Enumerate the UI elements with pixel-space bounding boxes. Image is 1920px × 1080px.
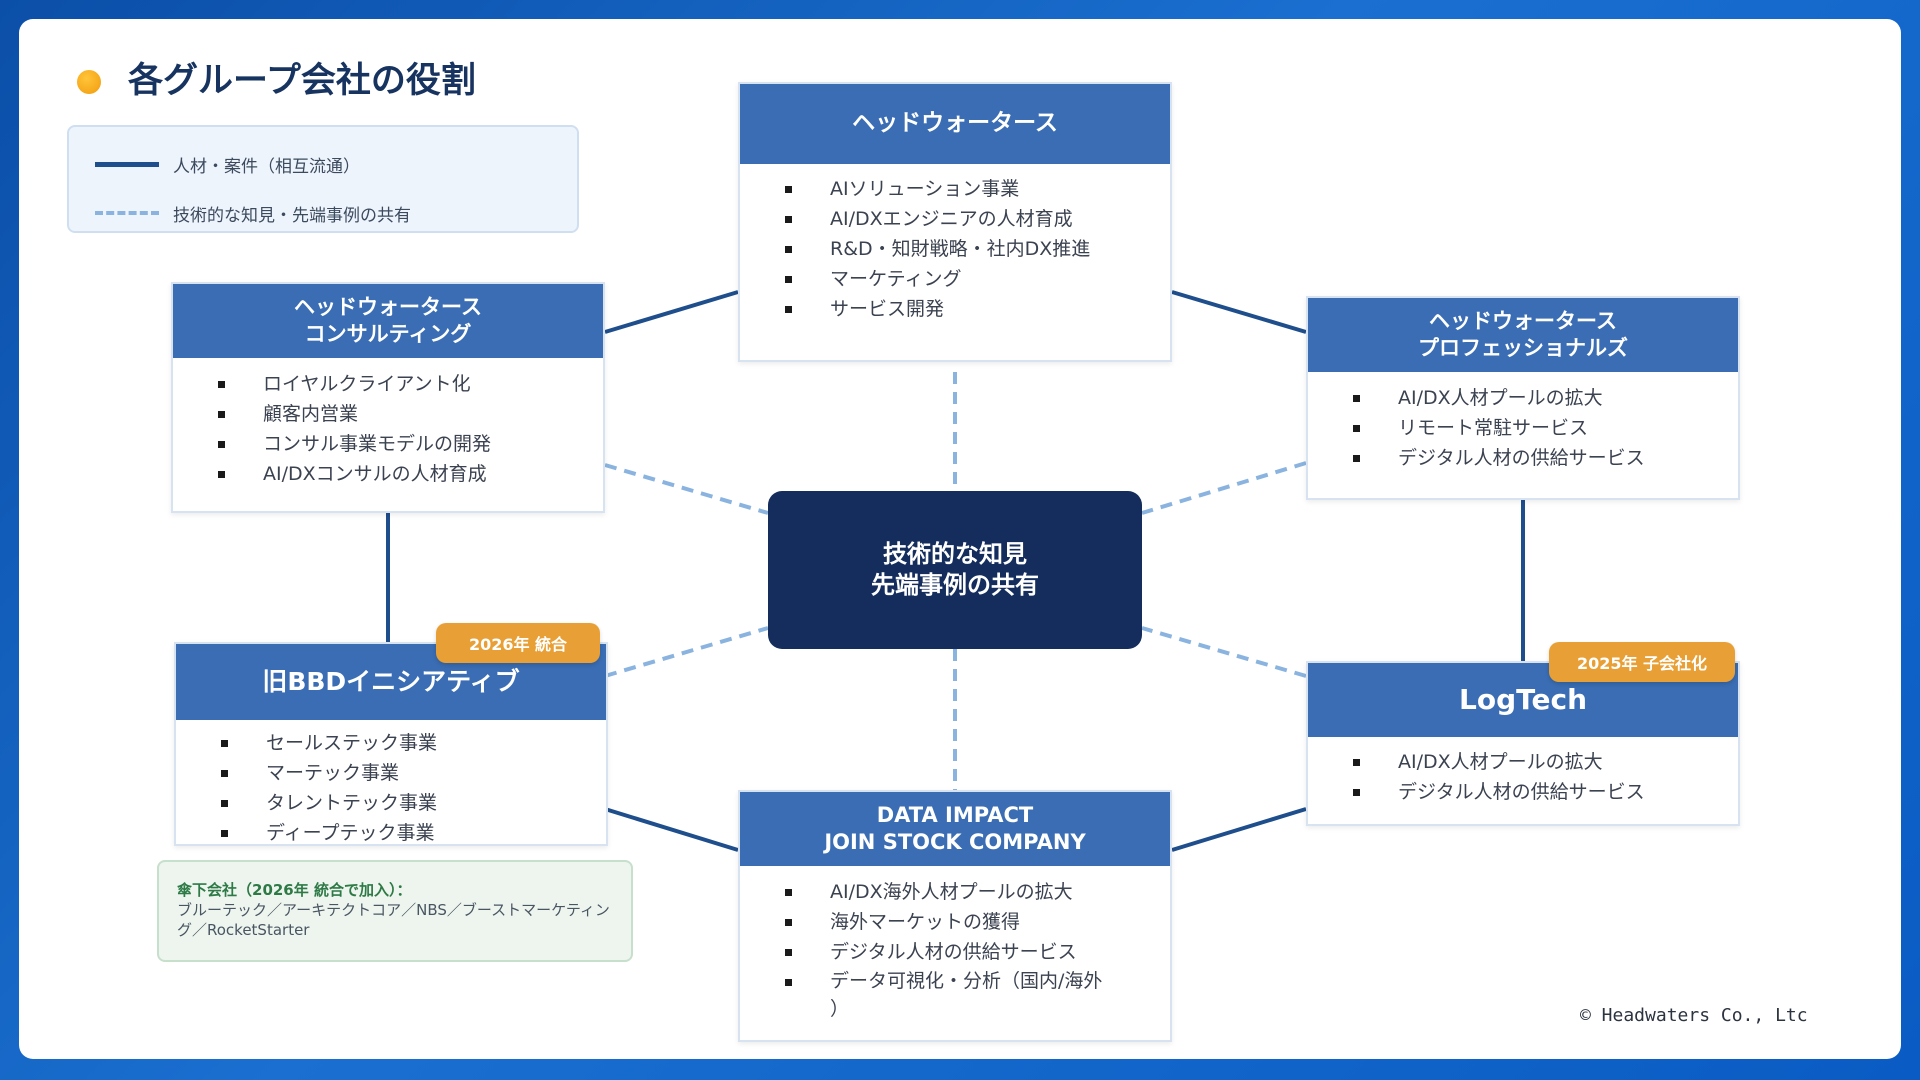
dashed-connector-logtech bbox=[1141, 626, 1307, 678]
card-dataimpact: DATA IMPACT JOIN STOCK COMPANY AI/DX海外人材… bbox=[738, 790, 1172, 1042]
list-item: データ可視化・分析（国内/海外 ） bbox=[740, 967, 1170, 1023]
card-dataimpact-list: AI/DX海外人材プールの拡大 海外マーケットの獲得 デジタル人材の供給サービス… bbox=[740, 877, 1170, 1023]
legend-solid-label: 人材・案件（相互流通） bbox=[173, 157, 360, 177]
solid-connector-bbd-dataimpact bbox=[604, 807, 739, 852]
card-consulting: ヘッドウォータース コンサルティング ロイヤルクライアント化 顧客内営業 コンサ… bbox=[171, 282, 605, 513]
card-headwaters: ヘッドウォータース AIソリューション事業 AI/DXエンジニアの人材育成 R&… bbox=[738, 82, 1172, 362]
list-item: ロイヤルクライアント化 bbox=[173, 369, 603, 399]
legend-dashed-line-icon bbox=[95, 211, 159, 215]
list-item: 海外マーケットの獲得 bbox=[740, 907, 1170, 937]
card-logtech-list: AI/DX人材プールの拡大 デジタル人材の供給サービス bbox=[1308, 747, 1738, 807]
title-bullet-icon bbox=[77, 70, 101, 94]
list-item: AI/DXコンサルの人材育成 bbox=[173, 459, 603, 489]
list-item: 顧客内営業 bbox=[173, 399, 603, 429]
card-professionals: ヘッドウォータース プロフェッショナルズ AI/DX人材プールの拡大 リモート常… bbox=[1306, 296, 1740, 500]
list-item: AI/DX海外人材プールの拡大 bbox=[740, 877, 1170, 907]
solid-connector-hw-professionals bbox=[1171, 290, 1307, 334]
legend-solid-line-icon bbox=[95, 162, 159, 167]
list-item: サービス開発 bbox=[740, 294, 1170, 324]
card-bbd-badge: 2026年 統合 bbox=[436, 623, 600, 663]
list-item: AI/DXエンジニアの人材育成 bbox=[740, 204, 1170, 234]
card-bbd-list: セールステック事業 マーテック事業 タレントテック事業 ディープテック事業 bbox=[176, 728, 606, 848]
list-item: デジタル人材の供給サービス bbox=[1308, 777, 1738, 807]
solid-connector-hw-consulting bbox=[604, 290, 739, 334]
center-hub: 技術的な知見 先端事例の共有 bbox=[768, 491, 1142, 649]
legend-dashed-label: 技術的な知見・先端事例の共有 bbox=[173, 206, 411, 226]
card-consulting-list: ロイヤルクライアント化 顧客内営業 コンサル事業モデルの開発 AI/DXコンサル… bbox=[173, 369, 603, 489]
list-item: AI/DX人材プールの拡大 bbox=[1308, 747, 1738, 777]
list-item: ディープテック事業 bbox=[176, 818, 606, 848]
list-item: AI/DX人材プールの拡大 bbox=[1308, 383, 1738, 413]
card-professionals-list: AI/DX人材プールの拡大 リモート常駐サービス デジタル人材の供給サービス bbox=[1308, 383, 1738, 473]
list-item: タレントテック事業 bbox=[176, 788, 606, 818]
list-item: マーテック事業 bbox=[176, 758, 606, 788]
card-logtech: LogTech AI/DX人材プールの拡大 デジタル人材の供給サービス bbox=[1306, 661, 1740, 826]
card-dataimpact-title: DATA IMPACT JOIN STOCK COMPANY bbox=[740, 792, 1170, 866]
copyright: © Headwaters Co., Ltc bbox=[1580, 1005, 1808, 1026]
card-logtech-badge: 2025年 子会社化 bbox=[1549, 642, 1735, 682]
card-professionals-title: ヘッドウォータース プロフェッショナルズ bbox=[1308, 298, 1738, 372]
legend: 人材・案件（相互流通） 技術的な知見・先端事例の共有 bbox=[67, 125, 579, 233]
subsidiaries-note: 傘下会社（2026年 統合で加入）： ブルーテック／アーキテクトコア／NBS／ブ… bbox=[157, 860, 633, 962]
list-item: R&D・知財戦略・社内DX推進 bbox=[740, 234, 1170, 264]
card-consulting-title: ヘッドウォータース コンサルティング bbox=[173, 284, 603, 358]
list-item: セールステック事業 bbox=[176, 728, 606, 758]
card-headwaters-list: AIソリューション事業 AI/DXエンジニアの人材育成 R&D・知財戦略・社内D… bbox=[740, 174, 1170, 324]
dashed-connector-bbd bbox=[604, 626, 769, 678]
solid-connector-logtech-dataimpact bbox=[1171, 807, 1307, 852]
list-item: デジタル人材の供給サービス bbox=[1308, 443, 1738, 473]
dashed-connector-professionals bbox=[1141, 461, 1307, 515]
list-item: デジタル人材の供給サービス bbox=[740, 937, 1170, 967]
page-title: 各グループ会社の役割 bbox=[128, 61, 476, 101]
dashed-connector-consulting bbox=[604, 463, 769, 515]
list-item: コンサル事業モデルの開発 bbox=[173, 429, 603, 459]
card-bbd: 旧BBDイニシアティブ セールステック事業 マーテック事業 タレントテック事業 … bbox=[174, 642, 608, 846]
card-headwaters-title: ヘッドウォータース bbox=[740, 84, 1170, 164]
list-item: マーケティング bbox=[740, 264, 1170, 294]
list-item: AIソリューション事業 bbox=[740, 174, 1170, 204]
list-item: リモート常駐サービス bbox=[1308, 413, 1738, 443]
note-body: ブルーテック／アーキテクトコア／NBS／ブーストマーケティング／RocketSt… bbox=[177, 901, 610, 939]
note-title: 傘下会社（2026年 統合で加入）： bbox=[177, 881, 412, 899]
